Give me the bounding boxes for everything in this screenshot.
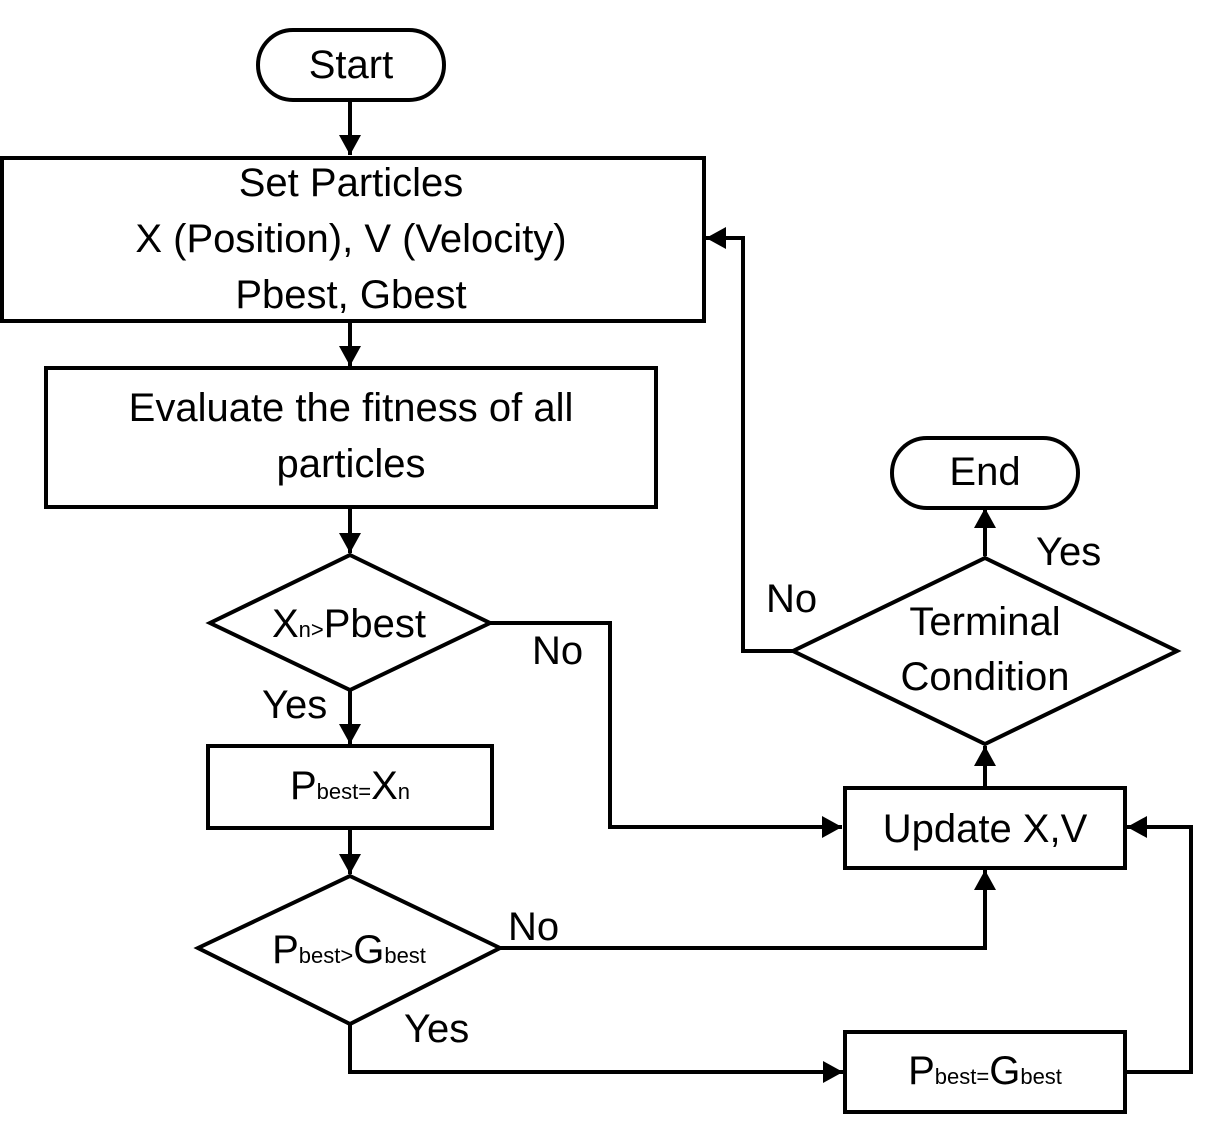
decision-xn-sub-1: n> [299, 617, 324, 642]
label-xn-no: No [532, 629, 583, 673]
end-label: End [949, 450, 1020, 494]
pbest-gbest-sub-2: best [1020, 1064, 1062, 1089]
decision-xn-pbest-node: Xn>Pbest [205, 552, 495, 693]
decision-pbest-sub-2: best [384, 943, 426, 968]
decision-xn-main-1: X [272, 602, 299, 646]
pbest-xn-main-2: X [371, 764, 398, 808]
terminal-line-2: Condition [900, 655, 1069, 699]
edge-labels: Yes No No Yes No Yes [262, 530, 1101, 1051]
decision-pbest-main-1: P [272, 928, 299, 972]
decision-pbest-sub-1: best> [299, 943, 353, 968]
label-terminal-no: No [766, 577, 817, 621]
start-label: Start [309, 43, 393, 87]
edges [339, 100, 1193, 1083]
evaluate-line-1: Evaluate the fitness of all [129, 386, 574, 430]
pbest-xn-label: Pbest=Xn [290, 764, 410, 808]
pbest-gbest-sub-1: best= [935, 1064, 989, 1089]
edge-terminal-no [706, 227, 793, 653]
start-node: Start [256, 28, 446, 102]
edge-decision-pbest-no [500, 870, 996, 950]
decision-xn-pbest-label: Xn>Pbest [272, 602, 426, 646]
pbest-gbest-main-2: G [989, 1049, 1020, 1093]
pbest-gbest-label: Pbest=Gbest [908, 1049, 1062, 1093]
end-node: End [890, 436, 1080, 510]
pbest-xn-sub-2: n [398, 779, 410, 804]
decision-xn-main-2: Pbest [324, 602, 426, 646]
edge-decision-xn-no [490, 621, 842, 838]
terminal-line-1: Terminal [909, 600, 1060, 644]
label-xn-yes: Yes [262, 683, 327, 727]
decision-pbest-gbest-node: Pbest>Gbest [193, 873, 505, 1027]
set-particles-node: Set Particles X (Position), V (Velocity)… [0, 156, 706, 323]
update-label: Update X,V [883, 807, 1088, 851]
pbest-xn-sub-1: best= [317, 779, 371, 804]
set-particles-line-3: Pbest, Gbest [235, 273, 466, 317]
label-pbest-no: No [508, 905, 559, 949]
label-terminal-yes: Yes [1036, 530, 1101, 574]
pbest-xn-node: Pbest=Xn [206, 744, 494, 830]
label-pbest-yes: Yes [404, 1007, 469, 1051]
decision-pbest-gbest-label: Pbest>Gbest [272, 928, 426, 972]
set-particles-line-1: Set Particles [239, 161, 464, 205]
set-particles-line-2: X (Position), V (Velocity) [135, 217, 566, 261]
pbest-xn-main-1: P [290, 764, 317, 808]
pbest-gbest-main-1: P [908, 1049, 935, 1093]
edge-decision-pbest-yes [348, 1024, 843, 1083]
terminal-condition-node: Terminal Condition [788, 555, 1182, 747]
edge-pbest-gbest-to-update [1125, 816, 1193, 1074]
pbest-gbest-node: Pbest=Gbest [843, 1030, 1127, 1114]
decision-pbest-main-2: G [353, 928, 384, 972]
evaluate-line-2: particles [277, 442, 426, 486]
evaluate-node: Evaluate the fitness of all particles [44, 366, 658, 509]
update-node: Update X,V [843, 786, 1127, 870]
